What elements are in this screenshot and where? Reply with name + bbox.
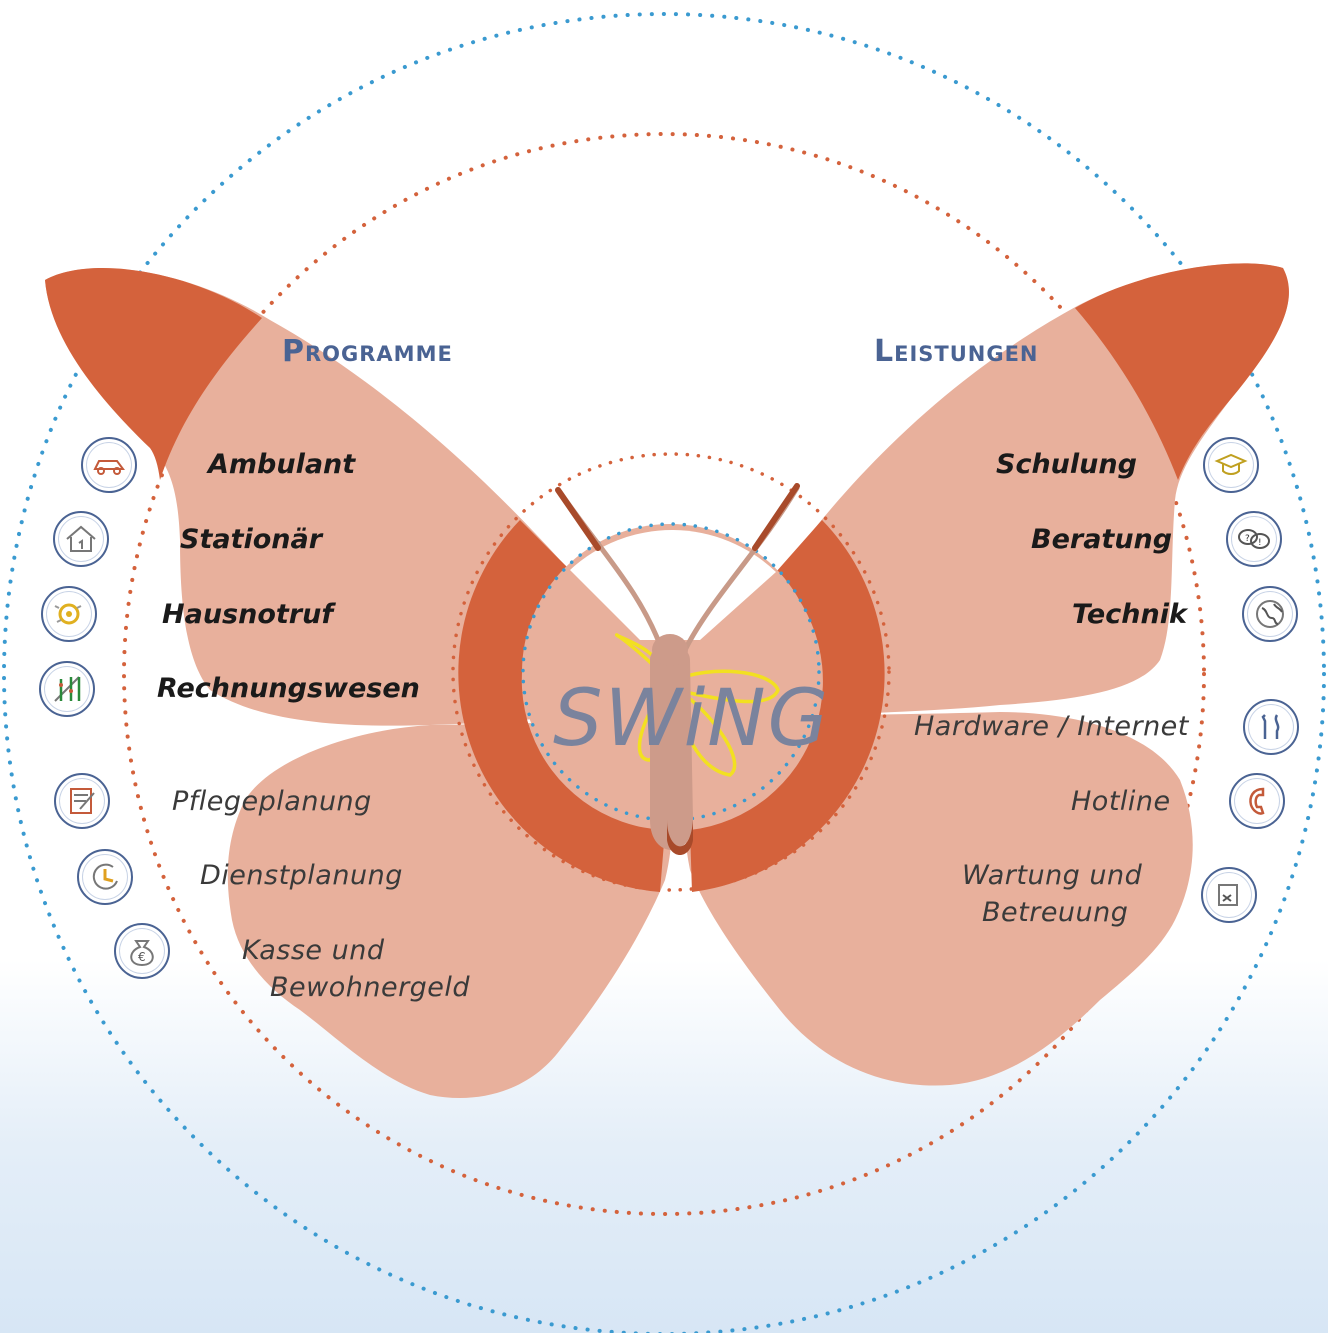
label-ambulant[interactable]: Ambulant — [208, 449, 356, 480]
label-wartung-line1[interactable]: Wartung und — [962, 860, 1143, 891]
right-wing-tip — [1075, 263, 1289, 480]
swing-logo-text: SWiNG — [553, 674, 831, 764]
money-bag-icon[interactable]: € — [114, 923, 170, 979]
left-antenna-tip — [555, 487, 601, 551]
label-stationaer[interactable]: Stationär — [180, 524, 323, 555]
note-icon[interactable] — [1201, 867, 1257, 923]
notepad-icon[interactable] — [54, 773, 110, 829]
label-pflegeplanung[interactable]: Pflegeplanung — [172, 786, 372, 817]
header-leistungen: Leistungen — [874, 334, 1039, 369]
label-technik[interactable]: Technik — [1072, 599, 1187, 630]
label-dienstplanung[interactable]: Dienstplanung — [200, 860, 403, 891]
center-gap — [570, 530, 776, 640]
clock-icon[interactable] — [77, 849, 133, 905]
label-hardware-internet[interactable]: Hardware / Internet — [914, 711, 1189, 742]
globe-icon[interactable] — [1242, 586, 1298, 642]
label-kasse-line2[interactable]: Bewohnergeld — [270, 972, 471, 1003]
butterfly-head — [652, 634, 688, 666]
left-wing-tip — [45, 268, 262, 480]
label-schulung[interactable]: Schulung — [996, 449, 1137, 480]
car-icon[interactable] — [81, 437, 137, 493]
right-dark-ring — [690, 520, 885, 892]
label-hotline[interactable]: Hotline — [1071, 786, 1171, 817]
left-dark-ring — [458, 520, 665, 892]
label-wartung-line2[interactable]: Betreuung — [982, 897, 1129, 928]
svg-text:€: € — [138, 950, 146, 964]
svg-text:!: ! — [1258, 538, 1262, 548]
tools-icon[interactable] — [1243, 699, 1299, 755]
swing-logo: SWiNG — [553, 680, 830, 758]
label-hausnotruf[interactable]: Hausnotruf — [162, 599, 334, 630]
label-rechnungswesen[interactable]: Rechnungswesen — [157, 673, 420, 704]
header-programme: Programme — [282, 334, 453, 369]
label-beratung[interactable]: Beratung — [1031, 524, 1173, 555]
right-antenna-tip — [752, 483, 800, 551]
label-kasse-line1[interactable]: Kasse und — [242, 935, 385, 966]
svg-text:?: ? — [1245, 534, 1250, 544]
house-icon[interactable] — [53, 511, 109, 567]
butterfly-body-tail — [667, 820, 693, 855]
inner-orange-dotted-circle — [451, 452, 891, 892]
yellow-outline-wings — [614, 633, 780, 777]
alarm-icon[interactable] — [41, 586, 97, 642]
abacus-icon[interactable] — [39, 661, 95, 717]
speech-bubbles-icon[interactable]: ?! — [1226, 511, 1282, 567]
graduation-cap-icon[interactable] — [1203, 437, 1259, 493]
outer-orange-dotted-circle — [122, 132, 1206, 1216]
phone-icon[interactable] — [1229, 773, 1285, 829]
outer-blue-dotted-circle — [2, 12, 1326, 1333]
butterfly-body — [650, 645, 693, 850]
